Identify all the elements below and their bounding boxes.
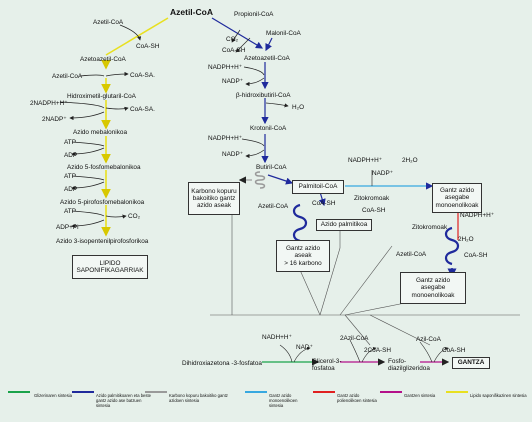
label-atp-3: ATP [64,208,76,215]
label-malonil-coa: Malonil-CoA [266,30,301,37]
label-azetil-coa: Azetil-CoA [93,19,124,26]
box-monoenolikoak-1: Gantz azido asegabe monoenolikoak [432,183,482,213]
elongation-spiral-1 [292,203,308,243]
legend-glizerina: Glizerinaren sintesia [34,393,72,398]
box-lipido-saponifikagarriak: LIPIDO SAPONIFIKAGARRIAK [72,255,148,279]
label-2h2o-1: 2H₂O [402,157,418,164]
label-coa-sa-1: CoA-SA. [130,72,155,79]
label-coa-sh: CoA-SH [136,43,160,50]
label-pirofosfomebalonikoa: Azido 5-pirofosfomebalonikoa [60,199,145,206]
box-monoenolikoak-2: Gantz azido asegabe monoenolikoak [400,272,466,304]
label-nadp-3: NADP⁺ [372,170,394,177]
label-nadh: NADH+H⁺ [262,334,292,341]
right-side-arrows [231,29,289,159]
label-azetil-coa-right: Azetil-CoA [258,203,289,210]
label-adp-pi: ADP+Pi [56,224,79,231]
label-coa-sa-2: CoA-SA. [130,106,155,113]
label-adp-1: ADP [64,152,78,159]
label-azetil-coa-2: Azetil-CoA [52,73,83,80]
label-zitokromoak-2: Zitokromoak [412,224,448,231]
label-co2-left: CO₂ [128,213,141,220]
label-nadph-4: NADPH+H⁺ [460,212,495,219]
label-nadp-2: NADP⁺ [222,151,244,158]
label-nadph-3: NADPH+H⁺ [348,157,383,164]
label-coa-sh-bottom: CoA-SH [442,347,466,354]
label-nad: NAD⁺ [296,344,313,351]
odd-chain-spiral [254,171,266,189]
box-gantz-azido-aseak: Gantz azido aseak > 16 karbono [276,240,330,272]
diagram-title: Azetil-CoA [170,7,213,17]
label-2nadp: 2NADP⁺ [42,116,67,123]
label-atp-1: ATP [64,139,76,146]
legend-polienolikoak: Gantz azido polienolikoen sintesia [337,393,377,403]
label-2coa-sh: 2CoA-SH [364,347,391,354]
box-gantza: GANTZA [452,357,490,369]
label-2nadph: 2NADPH+H⁺ [30,100,68,107]
label-dihidroxiazetona: Dihidroxiazetona -3-fosfatoa [182,360,262,367]
elongation-spiral-2 [444,226,460,266]
legend-gantzen: Gantzen sintesia [404,393,436,398]
left-side-arrows [59,24,142,229]
label-nadph-1: NADPH+H⁺ [208,64,243,71]
label-glicerol-fosfatoa: Glicerol-3- fosfatoa [312,358,342,372]
label-coa-sh-right: CoA-SH [222,47,246,54]
label-zitokromoak-1: Zitokromoak [354,195,390,202]
box-palmitoil-coa: Palmitoil-CoA [292,180,344,194]
label-azetil-coa-3: Azetil-CoA [396,251,427,258]
legend-palmitikoa: Azido palmitikoaren eta beste gantz azid… [96,393,151,408]
label-coa-sh-2: CoA-SH [312,200,336,207]
label-azetoazetil-coa: Azetoazetil-CoA [80,56,126,63]
label-hidroxibutiril: β-hidroxibutiril-CoA [236,92,291,99]
label-butiril-coa: Butiril-CoA [256,164,287,171]
label-azil-coa: Azil-CoA [416,336,441,343]
legend-monoenolikoak: Gantz azido monoenolikoen sintesia [269,393,298,408]
label-adp-2: ADP [64,186,78,193]
label-mebalonikoa: Azido mebalonikoa [73,129,127,136]
label-2h2o-2: 2H₂O [458,236,474,243]
label-atp-2: ATP [64,173,76,180]
label-propionil-coa: Propionil-CoA [234,11,274,18]
legend-lipido: Lipido saponifikazinen sintesia [470,393,527,398]
label-isopentenil: Azido 3-isopentenilpirofosforikoa [56,238,149,245]
merge-lines [210,215,520,346]
label-2azil-coa: 2Azil-CoA [340,335,369,342]
label-co2-right: CO₂ [226,36,239,43]
label-coa-sh-3: CoA-SH [362,207,386,214]
label-h2o-1: H₂O [292,104,305,111]
box-karbono-bakoitiko: Karbono kopuru bakoitiko gantz azido ase… [188,182,240,215]
box-azido-palmitikoa: Azido palmitikoa [316,219,372,231]
label-coa-sh-4: CoA-SH [464,252,488,259]
right-blue-pathway [211,17,326,207]
label-nadph-2: NADPH+H⁺ [208,135,243,142]
label-hmg-coa: Hidroximetil-glutaril-CoA [67,93,136,100]
legend-karbono-bakoitiko: Karbono kopuru bakoitiko gantz azidoen s… [169,393,228,403]
left-yellow-pathway [101,17,169,237]
label-fosfodiazilglizeridoa: Fosfo- diazilglizeridoa [388,358,430,372]
label-krotonil-coa: Krotonil-CoA [250,125,287,132]
arrow-azetil-to-azetoazetil [105,17,169,56]
label-fosfomebalonikoa: Azido 5-fosfomebalonikoa [67,164,141,171]
label-nadp-1: NADP⁺ [222,78,244,85]
label-azetoazetil-coa-right: Azetoazetil-CoA [244,55,290,62]
